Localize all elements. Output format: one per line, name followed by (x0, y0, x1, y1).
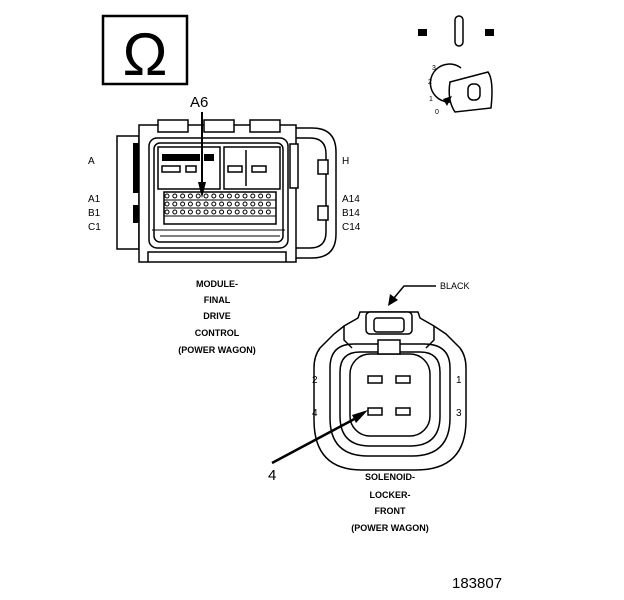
module-pin-cavity (187, 193, 193, 199)
solenoid-cavity (349, 353, 431, 437)
module-pin-cavity (219, 209, 225, 215)
module-label-a: A (88, 156, 95, 167)
solenoid-caption-line-3: FRONT (375, 506, 406, 516)
module-caption-line-1: MODULE- (196, 279, 238, 289)
module-pin-cavity (180, 193, 186, 199)
key-position-0: 0 (435, 109, 439, 116)
solenoid-pin-4 (367, 407, 383, 416)
module-connector (116, 119, 337, 263)
module-pin-cavity (250, 201, 256, 207)
module-pin-cavity (234, 193, 240, 199)
terminal-row-dark (162, 154, 200, 161)
module-label-b1: B1 (88, 208, 101, 219)
module-label-c14: C14 (342, 222, 361, 233)
module-pin-cavity (234, 201, 240, 207)
module-pin-cavity (203, 209, 209, 215)
module-pin-cavity (195, 201, 201, 207)
module-pin-cavity (226, 193, 232, 199)
solenoid-pin-3 (395, 407, 411, 416)
key-position-3: 3 (432, 65, 436, 72)
solenoid-label-2: 2 (312, 375, 318, 386)
key-off-marker-left (418, 29, 427, 36)
module-pin-cavity (242, 201, 248, 207)
module-pin-cavity (164, 209, 170, 215)
module-pin-cavity (242, 193, 248, 199)
module-pin-cavity (250, 193, 256, 199)
module-pin-cavity (258, 201, 264, 207)
module-pin-cavity (265, 201, 271, 207)
callout-4-leader (271, 414, 361, 465)
solenoid-label-3: 3 (456, 408, 462, 419)
figure-number: 183807 (452, 575, 502, 592)
key-blade (467, 83, 481, 101)
module-pin-cavity (172, 209, 178, 215)
module-pin-cavity (180, 209, 186, 215)
callout-4-arrow-icon (352, 410, 368, 423)
callout-a6-arrow-icon (198, 182, 206, 198)
module-pin-cavity (219, 193, 225, 199)
module-pin-cavity (180, 201, 186, 207)
module-pin-cavity (211, 209, 217, 215)
solenoid-caption-line-1: SOLENOID- (365, 472, 415, 482)
ohmmeter-symbol: Ω (101, 14, 189, 88)
key-position-2: 2 (428, 79, 432, 86)
module-label-h: H (342, 156, 349, 167)
callout-4: 4 (268, 467, 276, 484)
solenoid-label-4: 4 (312, 408, 318, 419)
key-head-icon (448, 71, 493, 113)
black-leader-line (393, 285, 436, 299)
module-pin-cavity (172, 201, 178, 207)
module-pin-cavity (187, 209, 193, 215)
module-pin-cavity (258, 193, 264, 199)
module-pin-cavity (164, 193, 170, 199)
solenoid-caption-line-4: (POWER WAGON) (351, 523, 429, 533)
solenoid-label-1: 1 (456, 375, 462, 386)
solenoid-color-label: BLACK (440, 281, 470, 291)
black-arrow-icon (388, 294, 398, 306)
module-label-c1: C1 (88, 222, 101, 233)
module-pin-cavity (234, 209, 240, 215)
module-pin-cavity (187, 201, 193, 207)
module-label-a1: A1 (88, 194, 101, 205)
module-pin-cavity (226, 209, 232, 215)
module-pin-cavity (172, 193, 178, 199)
solenoid-pin-2 (367, 375, 383, 384)
solenoid-connector (313, 311, 467, 471)
module-caption-line-2: FINAL (204, 295, 231, 305)
module-pin-cavity (258, 209, 264, 215)
ohm-icon: Ω (123, 21, 168, 88)
module-pin-cavity (226, 201, 232, 207)
module-pin-cavity (265, 193, 271, 199)
solenoid-pin-1 (395, 375, 411, 384)
module-label-a14: A14 (342, 194, 360, 205)
callout-a6: A6 (190, 94, 208, 111)
key-pointer-icon (443, 96, 452, 106)
module-pin-cavity (164, 201, 170, 207)
module-pin-cavity (211, 201, 217, 207)
module-label-b14: B14 (342, 208, 360, 219)
module-pin-cavity (195, 209, 201, 215)
module-pin-grid (164, 193, 271, 215)
module-caption: MODULE- FINAL DRIVE CONTROL (POWER WAGON… (178, 279, 256, 355)
module-pin-cavity (242, 209, 248, 215)
solenoid-caption: SOLENOID- LOCKER- FRONT (POWER WAGON) (351, 472, 429, 533)
key-position-1: 1 (429, 96, 433, 103)
module-pin-cavity (203, 193, 209, 199)
module-pin-cavity (219, 201, 225, 207)
connector-latch-bar (133, 143, 139, 193)
module-caption-line-3: DRIVE (203, 311, 231, 321)
key-slot (454, 15, 464, 47)
solenoid-caption-line-2: LOCKER- (370, 490, 411, 500)
ignition-key-symbol: 3 2 1 0 (418, 15, 494, 116)
module-pin-cavity (211, 193, 217, 199)
module-pin-cavity (195, 193, 201, 199)
module-pin-cavity (265, 209, 271, 215)
module-caption-line-5: (POWER WAGON) (178, 345, 256, 355)
module-pin-cavity (203, 201, 209, 207)
module-pin-cavity (250, 209, 256, 215)
key-off-marker-right (485, 29, 494, 36)
module-caption-line-4: CONTROL (195, 328, 240, 338)
